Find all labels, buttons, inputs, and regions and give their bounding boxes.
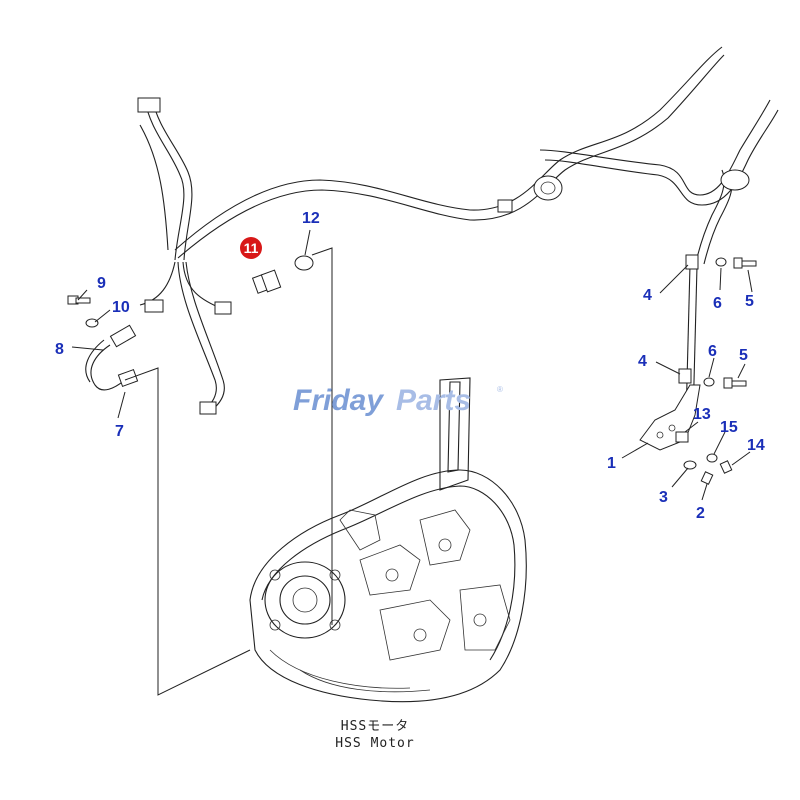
sensor-part-11[interactable] — [251, 269, 282, 294]
bolt-part-9[interactable] — [67, 295, 91, 305]
highlight-circle — [240, 237, 262, 259]
callout-3[interactable]: 3 — [659, 489, 668, 506]
callout-6-lower[interactable]: 6 — [708, 343, 717, 360]
callout-9[interactable]: 9 — [97, 275, 106, 292]
hss-motor — [249, 377, 527, 703]
washer-part-10[interactable] — [85, 318, 99, 328]
o-ring-part-12[interactable] — [294, 255, 314, 271]
caption-en: HSS Motor — [335, 736, 414, 751]
sensor-harness-part-7-8[interactable] — [85, 324, 139, 391]
bracket-assembly[interactable] — [639, 254, 701, 451]
watermark-brand-b: Parts — [396, 384, 471, 417]
callouts: 9 10 8 7 11 12 4 6 5 4 6 5 13 15 14 1 3 … — [55, 210, 765, 522]
callout-11-highlight[interactable]: 11 — [240, 237, 262, 259]
callout-1[interactable]: 1 — [607, 455, 616, 472]
callout-7[interactable]: 7 — [115, 423, 124, 440]
callout-11[interactable]: 11 — [244, 240, 259, 256]
callout-14[interactable]: 14 — [747, 437, 765, 454]
harness-connectors — [137, 97, 750, 415]
leader-lines — [71, 229, 753, 696]
callout-4-upper[interactable]: 4 — [643, 287, 652, 304]
fasteners-right[interactable] — [683, 257, 757, 485]
watermark: Friday Parts ® — [293, 384, 503, 417]
caption-jp: HSSモータ — [341, 719, 409, 734]
watermark-brand-a: Friday — [293, 384, 384, 417]
watermark-mark: ® — [497, 385, 503, 394]
callout-4-lower[interactable]: 4 — [638, 353, 647, 370]
callout-5-upper[interactable]: 5 — [745, 293, 754, 310]
callout-2[interactable]: 2 — [696, 505, 705, 522]
callout-13[interactable]: 13 — [693, 406, 711, 423]
wiring-harness — [139, 46, 779, 411]
callout-8[interactable]: 8 — [55, 341, 64, 358]
callout-6-upper[interactable]: 6 — [713, 295, 722, 312]
motor-caption: HSSモータ HSS Motor — [335, 719, 414, 751]
callout-12[interactable]: 12 — [302, 210, 320, 227]
callout-10[interactable]: 10 — [112, 299, 130, 316]
callout-15[interactable]: 15 — [720, 419, 738, 436]
callout-5-lower[interactable]: 5 — [739, 347, 748, 364]
